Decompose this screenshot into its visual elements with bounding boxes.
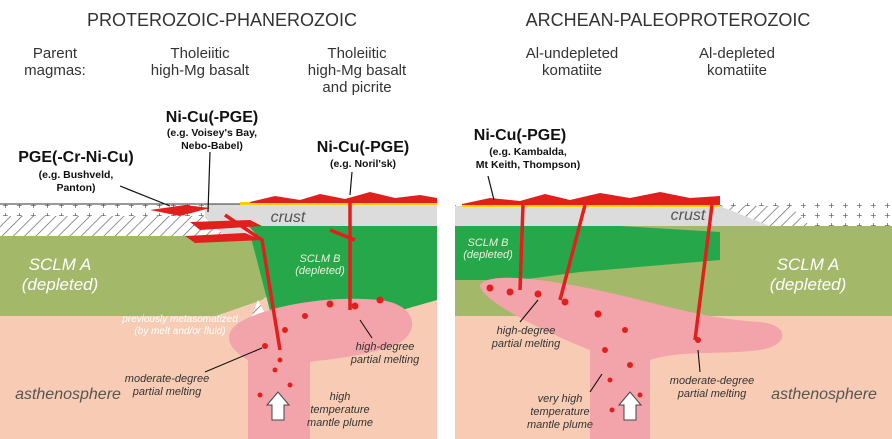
left-sill-1 <box>150 205 210 216</box>
left-nicu-ex1: (e.g. Voisey's Bay, <box>167 127 257 139</box>
pge-title: PGE(-Cr-Ni-Cu) <box>18 149 134 166</box>
right-panel: ARCHEAN-PALEOPROTEROZOIC Al-undepleted k… <box>455 10 892 439</box>
left-magma2-l2: high-Mg basalt <box>308 62 407 79</box>
right-sclm-b-l1: SCLM B <box>468 237 509 249</box>
right-nicu-ex2: Mt Keith, Thompson) <box>476 159 580 171</box>
left-magma1-l1: Tholeiitic <box>170 45 230 62</box>
left-heading: PROTEROZOIC-PHANEROZOIC <box>87 10 357 30</box>
left-sill-2 <box>190 220 262 230</box>
left-nicu-title: Ni-Cu(-PGE) <box>166 109 258 126</box>
right-lava-flows <box>462 192 720 205</box>
left-crust-label: crust <box>271 209 306 226</box>
right-high-degree-l2: partial melting <box>491 338 561 350</box>
left-lava-flows <box>250 192 437 203</box>
left-sill-3 <box>185 233 262 243</box>
left-plume-l3: mantle plume <box>307 417 373 429</box>
right-very-high-l3: mantle plume <box>527 419 593 431</box>
right-very-high-l2: temperature <box>530 406 589 418</box>
left-plume-l2: temperature <box>310 404 369 416</box>
left-magma2-l1: Tholeiitic <box>327 45 387 62</box>
metasomatized-l2: (by melt and/or fluid) <box>134 326 225 337</box>
left-sclm-a-l2: (depleted) <box>22 275 99 294</box>
left-moderate-l2: partial melting <box>132 386 202 398</box>
right-sclm-a-l1: SCLM A <box>777 255 840 274</box>
parent-magmas-label-1: Parent <box>33 45 78 62</box>
left-crust-block <box>205 204 437 240</box>
right-heading: ARCHEAN-PALEOPROTEROZOIC <box>526 10 811 30</box>
left-melt-droplets <box>257 296 384 398</box>
left-high-degree-l1: high-degree <box>356 341 415 353</box>
right-very-high-l1: very high <box>538 393 583 405</box>
left-sclm-a-l1: SCLM A <box>29 255 92 274</box>
norilsk-title: Ni-Cu(-PGE) <box>317 139 409 156</box>
left-asthenosphere-label: asthenosphere <box>15 386 121 403</box>
metasomatized-l1: previously metasomatized <box>121 314 238 325</box>
left-lower-crust <box>0 216 248 236</box>
left-moderate-l1: moderate-degree <box>125 373 209 385</box>
right-moderate-l1: moderate-degree <box>670 375 754 387</box>
left-magma2-l3: and picrite <box>322 79 391 96</box>
left-plume-l1: high <box>330 391 351 403</box>
right-sclm-b-l2: (depleted) <box>463 249 513 261</box>
right-nicu-title: Ni-Cu(-PGE) <box>474 127 566 144</box>
right-magma1-l1: Al-undepleted <box>526 45 619 62</box>
pge-ex2: Panton) <box>56 182 95 194</box>
left-nicu-ex2: Nebo-Babel) <box>181 140 243 152</box>
right-melt-droplets <box>486 284 701 413</box>
left-high-degree-l2: partial melting <box>350 354 420 366</box>
left-magma1-l2: high-Mg basalt <box>151 62 250 79</box>
left-sclm-b-l1: SCLM B <box>300 253 341 265</box>
right-high-degree-l1: high-degree <box>497 325 556 337</box>
parent-magmas-label-2: magmas: <box>24 62 86 79</box>
right-crust-block <box>455 206 770 226</box>
pge-ex1: (e.g. Bushveld, <box>39 169 114 181</box>
right-hatched-margin <box>720 206 810 226</box>
right-sclm-a-l2: (depleted) <box>770 275 847 294</box>
norilsk-ex: (e.g. Noril'sk) <box>330 158 396 170</box>
right-plume <box>480 277 783 439</box>
right-crust-label: crust <box>671 207 706 224</box>
left-plume-arrow <box>265 391 291 421</box>
right-lower-asthenosphere <box>455 316 590 439</box>
right-moderate-l2: partial melting <box>677 388 747 400</box>
left-sclm-b-l2: (depleted) <box>295 265 345 277</box>
right-asthenosphere-label: asthenosphere <box>771 386 877 403</box>
right-nicu-ex1: (e.g. Kambalda, <box>489 146 567 158</box>
left-panel: PROTEROZOIC-PHANEROZOIC Parent magmas: T… <box>0 10 437 439</box>
right-plume-arrow <box>617 391 643 421</box>
right-magma1-l2: komatiite <box>542 62 602 79</box>
right-magma2-l1: Al-depleted <box>699 45 775 62</box>
right-magma2-l2: komatiite <box>707 62 767 79</box>
